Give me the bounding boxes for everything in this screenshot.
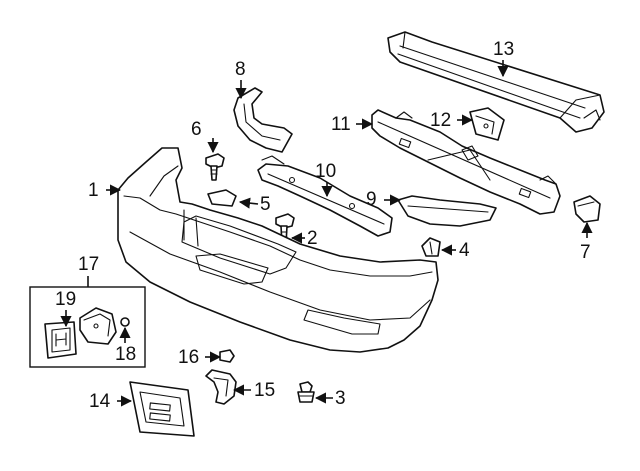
callout-2: 2	[307, 228, 318, 249]
callout-1: 1	[88, 180, 99, 201]
callout-14: 14	[89, 391, 111, 412]
license-bracket-14	[129, 381, 195, 437]
bracket-15	[205, 369, 237, 405]
clip-7	[573, 195, 601, 223]
absorber-11	[371, 109, 561, 215]
callout-4: 4	[459, 240, 470, 261]
callout-5: 5	[260, 194, 271, 215]
callout-7: 7	[580, 242, 591, 263]
bumper-cover-1	[117, 147, 439, 353]
bolt-6	[205, 153, 225, 181]
callout-16: 16	[178, 347, 200, 368]
bracket-12	[469, 107, 505, 141]
callout-12: 12	[430, 110, 452, 131]
leader-5	[238, 197, 259, 209]
pad-5	[207, 189, 237, 207]
callout-10: 10	[315, 161, 337, 182]
callout-15: 15	[254, 380, 276, 401]
callout-3: 3	[335, 388, 346, 409]
impact-bar-13	[387, 31, 605, 133]
callout-18: 18	[115, 344, 137, 365]
bolt-3	[297, 381, 315, 403]
callout-6: 6	[191, 119, 202, 140]
grommet-4	[421, 237, 441, 257]
clip-16	[219, 349, 235, 363]
callout-17: 17	[78, 254, 100, 275]
leader-lines	[60, 60, 593, 407]
callout-9: 9	[366, 189, 377, 210]
callout-13: 13	[493, 39, 515, 60]
callout-11: 11	[331, 114, 351, 135]
side-bracket-8	[233, 87, 293, 153]
callout-19: 19	[55, 289, 77, 310]
upper-bracket-10	[257, 155, 393, 237]
callout-8: 8	[235, 59, 246, 80]
retainer-9	[397, 195, 497, 227]
